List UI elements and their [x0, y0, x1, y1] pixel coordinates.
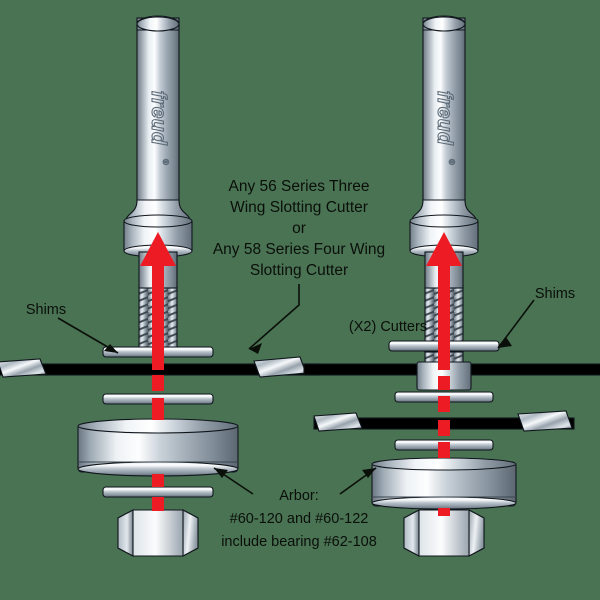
- flow-arrow-left: [140, 232, 176, 370]
- caption-line-3: or: [292, 220, 306, 237]
- center-axis-left: [152, 375, 164, 511]
- caption-line-4: Any 58 Series Four Wing: [213, 241, 385, 258]
- leader-center-to-cutter: [248, 284, 300, 350]
- bearing-left: [77, 418, 239, 477]
- hex-nut-left: [117, 509, 199, 557]
- cutters-label-right: (X2) Cutters: [349, 319, 427, 335]
- brand-name-right: freud: [433, 91, 456, 146]
- leader-arrowhead-2: [104, 344, 118, 353]
- arbor-line-3: include bearing #62-108: [221, 534, 377, 550]
- caption-line-5: Slotting Cutter: [250, 262, 348, 279]
- center-axis-right: [438, 376, 450, 516]
- leader-lines: [57, 284, 535, 495]
- right-assembly: freud ®: [303, 15, 600, 557]
- leader-arrowhead-4: [214, 468, 228, 478]
- carbide-tip-left-east: [253, 356, 307, 378]
- shims-label-left: Shims: [26, 302, 66, 318]
- registered-mark-right: ®: [447, 159, 456, 165]
- leader-arrowhead-3: [498, 337, 512, 348]
- leader-arrowhead-5: [362, 468, 376, 478]
- carbide-tip-left-west: [0, 358, 47, 378]
- arbor-line-1: Arbor:: [279, 488, 319, 504]
- caption-line-1: Any 56 Series Three: [228, 178, 369, 195]
- hex-nut-right: [403, 509, 485, 557]
- washer-bottom-left: [102, 486, 214, 498]
- freud-logo-right: freud ®: [432, 90, 456, 165]
- registered-mark-left: ®: [161, 159, 170, 165]
- bearing-right: [371, 457, 517, 510]
- washer-bottom-right: [394, 487, 494, 496]
- center-caption: Any 56 Series Three Wing Slotting Cutter…: [213, 178, 385, 279]
- carbide-tip-right-east: [517, 410, 573, 432]
- arbor-line-2: #60-120 and #60-122: [230, 511, 369, 527]
- freud-logo-left: freud ®: [146, 90, 170, 165]
- flow-arrow-right: [426, 232, 462, 370]
- leader-arrowhead-1: [249, 343, 262, 354]
- shims-label-right: Shims: [535, 286, 575, 302]
- left-assembly: freud ®: [0, 15, 319, 557]
- arbor-caption: Arbor: #60-120 and #60-122 include beari…: [221, 488, 377, 550]
- carbide-tip-right-west: [313, 412, 363, 432]
- brand-name-left: freud: [147, 91, 170, 146]
- caption-line-2: Wing Slotting Cutter: [230, 199, 368, 216]
